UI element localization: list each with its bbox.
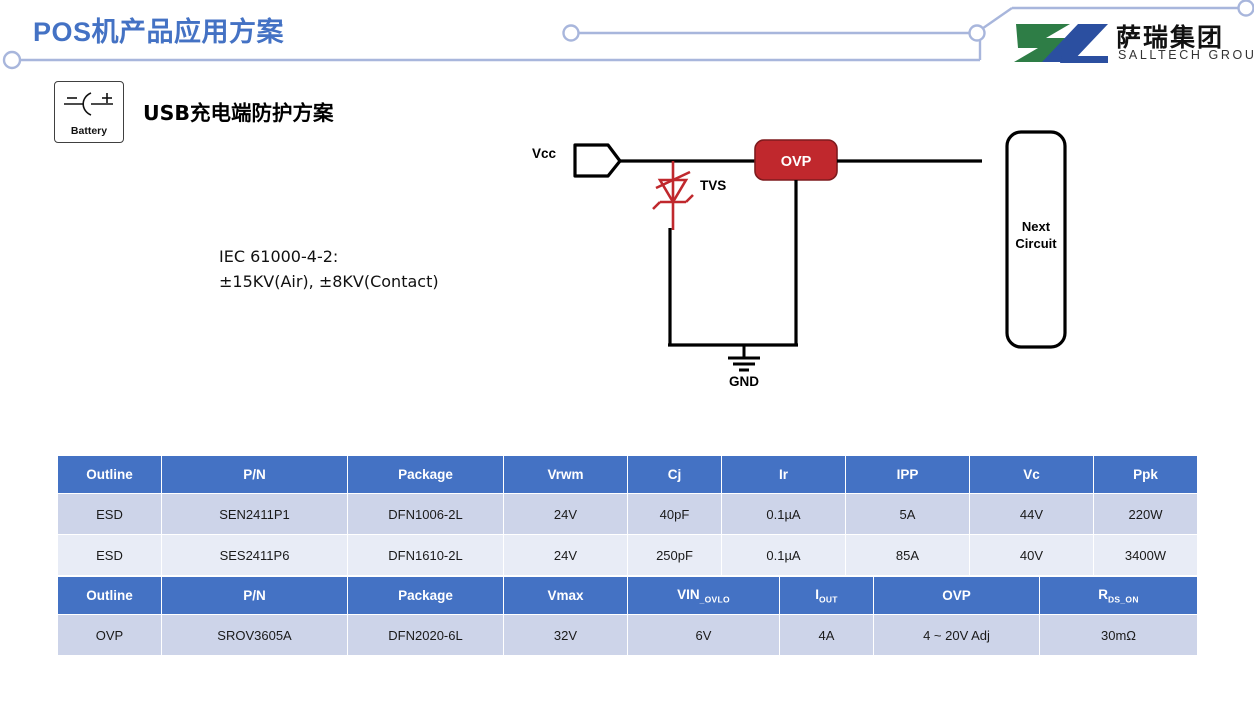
gnd-label: GND [729,374,759,389]
brand-logo: 萨瑞集团 SALLTECH GROUP [1012,18,1254,68]
cell-vc: 40V [969,534,1094,576]
logo-english-name: SALLTECH GROUP [1118,48,1254,62]
col-header-vc: Vc [969,455,1094,494]
salltech-logo-mark [1014,24,1108,63]
col-header-iout-main: I [815,586,819,602]
table-row: OVP SROV3605A DFN2020-6L 32V 6V 4A 4 ~ 2… [57,614,1198,656]
cell-vc: 44V [969,493,1094,535]
col-header-pn: P/N [161,455,348,494]
col-header-rdson-sub: DS_ON [1107,594,1139,605]
table-row: ESD SES2411P6 DFN1610-2L 24V 250pF 0.1µA… [57,534,1198,576]
table-header-row: Outline P/N Package Vrwm Cj Ir IPP Vc Pp… [57,455,1198,494]
cell-pn: SEN2411P1 [161,493,348,535]
col-header-vmax: Vmax [503,576,628,615]
tvs-label: TVS [700,178,726,193]
cell-pn: SES2411P6 [161,534,348,576]
cell-ir: 0.1µA [721,493,846,535]
col-header-iout: IOUT [779,576,874,615]
next-circuit-block [1005,130,1067,349]
col-header-rdson-main: R [1098,586,1108,602]
logo-chinese-name: 萨瑞集团 [1116,23,1225,52]
esd-spec-table: Outline P/N Package Vrwm Cj Ir IPP Vc Pp… [57,455,1198,576]
cell-vin-ovlo: 6V [627,614,780,656]
col-header-pn: P/N [161,576,348,615]
battery-icon [64,92,113,116]
col-header-outline: Outline [57,455,162,494]
next-circuit-label-line2: Circuit [1015,236,1057,251]
col-header-ipp: IPP [845,455,970,494]
vcc-connector-icon [573,143,622,178]
cell-outline: ESD [57,534,162,576]
col-header-vin-sub: _OVLO [699,594,730,605]
gnd-icon [728,345,760,372]
table-header-row: Outline P/N Package Vmax VIN_OVLO IOUT O… [57,576,1198,615]
ovp-block-label: OVP [781,154,812,170]
col-header-package: Package [347,455,504,494]
vcc-label: Vcc [532,146,557,161]
cell-package: DFN2020-6L [347,614,504,656]
cell-outline: ESD [57,493,162,535]
header-decoration [2,0,1254,70]
next-circuit-label-line1: Next [1022,219,1051,234]
battery-badge: Battery [54,81,124,143]
cell-iout: 4A [779,614,874,656]
cell-outline: OVP [57,614,162,656]
circuit-diagram: Vcc TVS OVP GND [532,130,1067,389]
cell-ipp: 5A [845,493,970,535]
col-header-ppk: Ppk [1093,455,1198,494]
table-row: ESD SEN2411P1 DFN1006-2L 24V 40pF 0.1µA … [57,493,1198,535]
cell-cj: 250pF [627,534,722,576]
col-header-ovp: OVP [873,576,1040,615]
col-header-rdson: RDS_ON [1039,576,1198,615]
cell-package: DFN1006-2L [347,493,504,535]
iec-note: IEC 61000-4-2: ±15KV(Air), ±8KV(Contact) [219,244,439,294]
cell-ir: 0.1µA [721,534,846,576]
col-header-iout-sub: OUT [818,594,838,605]
cell-package: DFN1610-2L [347,534,504,576]
cell-rdson: 30mΩ [1039,614,1198,656]
col-header-outline: Outline [57,576,162,615]
col-header-vin-main: VIN [677,586,700,602]
page-title: POS机产品应用方案 [33,17,285,47]
cell-vrwm: 24V [503,534,628,576]
cell-ppk: 3400W [1093,534,1198,576]
iec-note-line2: ±15KV(Air), ±8KV(Contact) [219,272,439,291]
tvs-diode-icon [652,170,694,210]
cell-vrwm: 24V [503,493,628,535]
cell-ipp: 85A [845,534,970,576]
cell-vmax: 32V [503,614,628,656]
cell-pn: SROV3605A [161,614,348,656]
cell-ovp: 4 ~ 20V Adj [873,614,1040,656]
col-header-vrwm: Vrwm [503,455,628,494]
cell-ppk: 220W [1093,493,1198,535]
col-header-vin-ovlo: VIN_OVLO [627,576,780,615]
col-header-cj: Cj [627,455,722,494]
col-header-ir: Ir [721,455,846,494]
section-title: USB充电端防护方案 [143,101,334,125]
iec-note-line1: IEC 61000-4-2: [219,247,339,266]
cell-cj: 40pF [627,493,722,535]
battery-label: Battery [70,125,108,137]
col-header-package: Package [347,576,504,615]
ovp-spec-table: Outline P/N Package Vmax VIN_OVLO IOUT O… [57,576,1198,656]
